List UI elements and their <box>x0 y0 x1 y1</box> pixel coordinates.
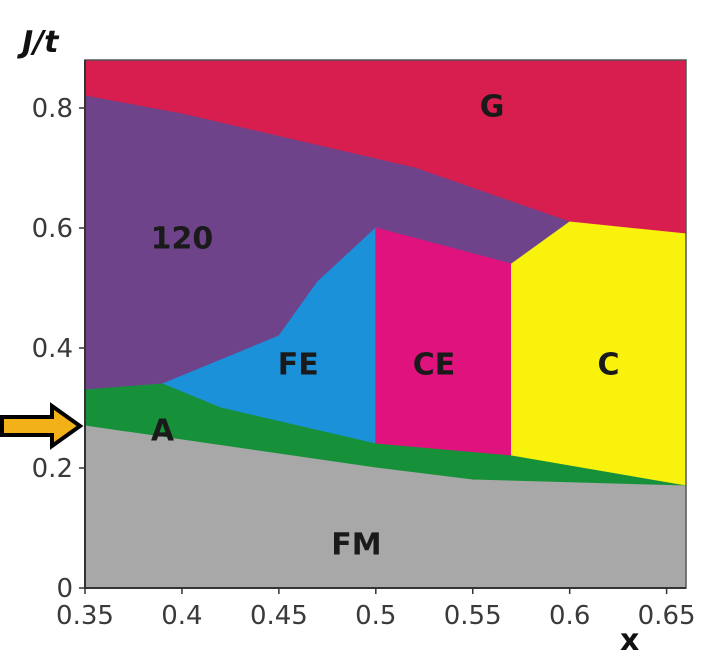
y-tick-label: 0.2 <box>32 454 73 484</box>
region-label-a: A <box>151 414 175 449</box>
x-tick-label: 0.45 <box>250 601 308 631</box>
arrow-marker <box>0 402 84 450</box>
y-tick-label: 0.8 <box>32 94 73 124</box>
x-tick-label: 0.5 <box>355 601 396 631</box>
y-axis-title: J/t <box>17 25 60 60</box>
x-tick-label: 0.55 <box>444 601 502 631</box>
x-tick-label: 0.6 <box>549 601 590 631</box>
x-tick-label: 0.65 <box>638 601 696 631</box>
x-tick-label: 0.35 <box>56 601 114 631</box>
phase-regions <box>84 59 687 589</box>
reference-arrow <box>0 402 84 450</box>
region-label-120: 120 <box>151 222 214 257</box>
axes: 0.35 0.4 0.45 0.5 0.55 0.6 0.65 0 0.2 0.4 0.6 0.8 <box>32 60 696 631</box>
region-label-fe: FE <box>278 348 319 383</box>
region-label-ce: CE <box>413 348 456 383</box>
y-tick-label: 0.6 <box>32 214 73 244</box>
region-label-g: G <box>480 90 505 125</box>
region-label-fm: FM <box>331 528 381 563</box>
x-axis-title: x <box>620 623 639 658</box>
x-tick-label: 0.4 <box>161 601 202 631</box>
y-tick-label: 0 <box>56 574 73 604</box>
region-label-c: C <box>597 348 619 383</box>
y-tick-label: 0.4 <box>32 334 73 364</box>
region-ce <box>375 227 512 457</box>
